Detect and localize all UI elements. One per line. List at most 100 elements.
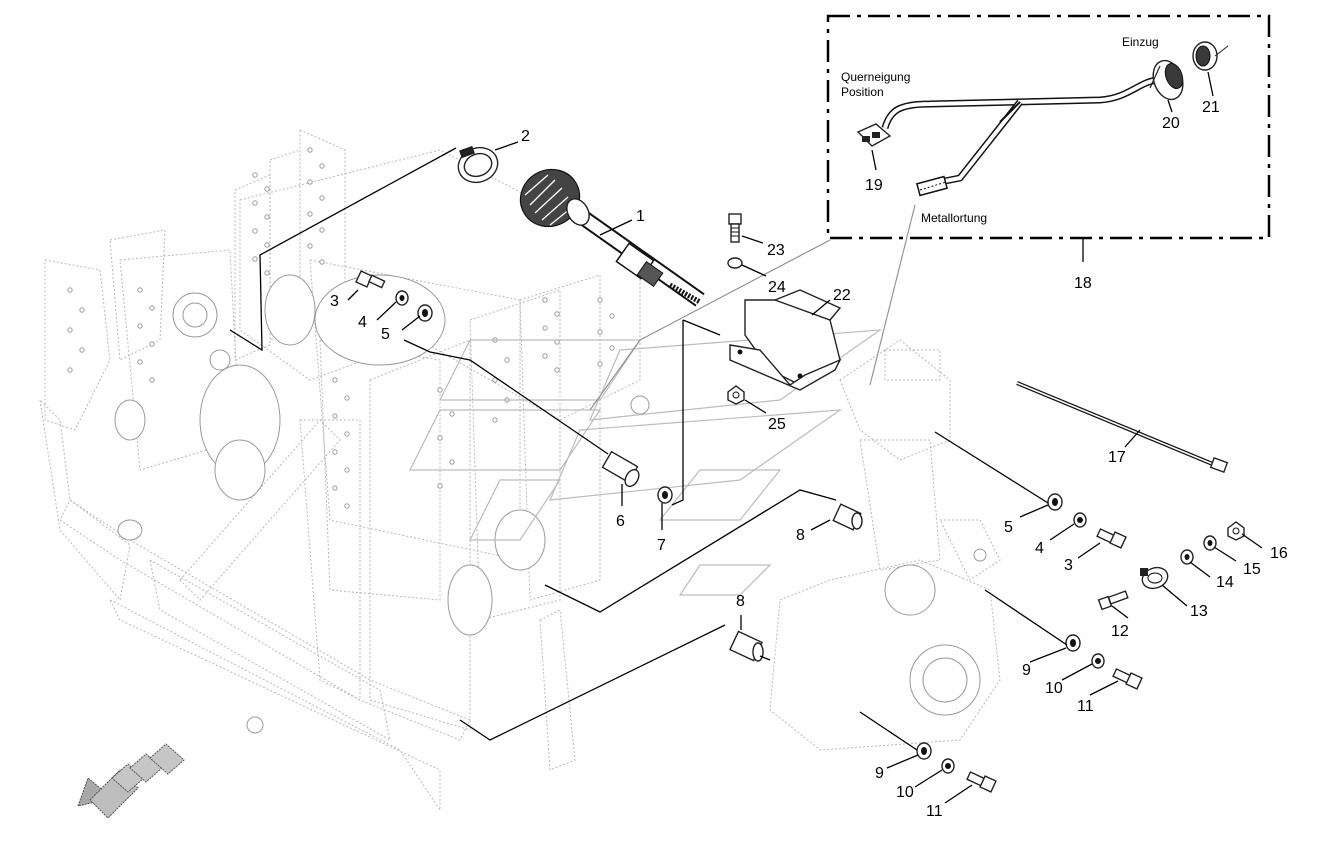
frame-hole bbox=[332, 449, 338, 455]
frame-hole bbox=[332, 413, 338, 419]
frame-hole bbox=[344, 395, 350, 401]
frame-hole bbox=[137, 323, 143, 329]
frame-hole bbox=[609, 313, 615, 319]
frame-hole bbox=[344, 467, 350, 473]
frame-hole bbox=[252, 172, 258, 178]
frame-hole bbox=[67, 287, 73, 293]
frame-hole bbox=[264, 214, 270, 220]
cap-21 bbox=[1192, 41, 1229, 71]
callout-5-right: 5 bbox=[1004, 519, 1013, 536]
frame-hole bbox=[542, 325, 548, 331]
spacer-6 bbox=[601, 450, 640, 488]
bolt-3b bbox=[1096, 528, 1127, 549]
frame-hole bbox=[554, 367, 560, 373]
cable-tie-17 bbox=[1016, 381, 1229, 473]
drive-shaft-1 bbox=[519, 168, 705, 307]
washer-5a bbox=[417, 304, 433, 322]
frame-hole bbox=[597, 361, 603, 367]
metal-detector-plug bbox=[916, 175, 948, 197]
label-position: Position bbox=[841, 85, 884, 99]
frame-hole bbox=[542, 297, 548, 303]
frame-hole bbox=[319, 195, 325, 201]
callout-10-lower: 10 bbox=[896, 784, 914, 801]
frame-hole bbox=[252, 228, 258, 234]
callout-5-left: 5 bbox=[381, 326, 390, 343]
nut-16 bbox=[1227, 521, 1245, 541]
callout-25: 25 bbox=[768, 416, 786, 433]
callout-16: 16 bbox=[1270, 545, 1288, 562]
lockwasher-10b bbox=[941, 758, 955, 774]
frame-hole bbox=[344, 503, 350, 509]
callout-11-upper: 11 bbox=[1077, 698, 1094, 715]
spacer-8b bbox=[729, 630, 764, 662]
cover-22 bbox=[729, 289, 842, 391]
frame-holes bbox=[67, 147, 615, 509]
frame-hole bbox=[67, 327, 73, 333]
callout-24: 24 bbox=[768, 279, 786, 296]
frame-hole bbox=[307, 147, 313, 153]
frame-hole bbox=[597, 329, 603, 335]
washer-5b bbox=[1047, 493, 1063, 511]
callout-4-left: 4 bbox=[358, 314, 367, 331]
harness-reference-lines bbox=[589, 204, 916, 411]
wiring-harness bbox=[881, 76, 1161, 186]
harness-annotations: Querneigung Position Einzug Metallortung bbox=[841, 35, 1159, 225]
callout-1: 1 bbox=[636, 208, 645, 225]
clamp-13 bbox=[1140, 566, 1169, 590]
callout-20: 20 bbox=[1162, 115, 1180, 132]
frame-hole bbox=[79, 347, 85, 353]
lockwasher-4b bbox=[1073, 512, 1087, 528]
round-connector-20 bbox=[1149, 59, 1184, 101]
frame-hole bbox=[252, 200, 258, 206]
label-querneigung: Querneigung bbox=[841, 70, 910, 84]
washer-24 bbox=[727, 257, 743, 269]
callout-8-upper: 8 bbox=[796, 527, 805, 544]
bolt-23 bbox=[728, 213, 742, 243]
callout-17: 17 bbox=[1108, 449, 1126, 466]
callout-numbers: 1 2 3 4 5 6 7 8 8 5 4 3 9 10 11 9 10 11 … bbox=[330, 99, 1288, 820]
washer-14 bbox=[1180, 549, 1194, 565]
frame-hole bbox=[264, 186, 270, 192]
frame-hole bbox=[344, 431, 350, 437]
frame-hole bbox=[597, 297, 603, 303]
nut-25 bbox=[727, 385, 745, 405]
callout-19: 19 bbox=[865, 177, 883, 194]
callout-18: 18 bbox=[1074, 275, 1092, 292]
washer-9b bbox=[916, 742, 932, 760]
harness-kit-box bbox=[826, 14, 1271, 262]
frame-hole bbox=[307, 211, 313, 217]
hose-clamp-2 bbox=[457, 145, 499, 184]
bolt-11a bbox=[1112, 668, 1143, 690]
bolt-12 bbox=[1097, 590, 1129, 611]
bolt-3a bbox=[355, 270, 386, 289]
frame-hole bbox=[137, 359, 143, 365]
callout-7: 7 bbox=[657, 537, 666, 554]
callout-9-lower: 9 bbox=[875, 765, 884, 782]
callout-2: 2 bbox=[521, 128, 530, 145]
frame-hole bbox=[307, 179, 313, 185]
lockwasher-10a bbox=[1091, 653, 1105, 669]
frame-hole bbox=[492, 417, 498, 423]
callout-3-left: 3 bbox=[330, 293, 339, 310]
callout-13: 13 bbox=[1190, 603, 1208, 620]
callout-4-right: 4 bbox=[1035, 540, 1044, 557]
spacer-8a bbox=[832, 503, 863, 531]
callout-14: 14 bbox=[1216, 574, 1234, 591]
frame-hole bbox=[319, 259, 325, 265]
frame-hole bbox=[67, 367, 73, 373]
leader-lines bbox=[229, 71, 1263, 804]
frame-hole bbox=[264, 242, 270, 248]
callout-3-right: 3 bbox=[1064, 557, 1073, 574]
callout-23: 23 bbox=[767, 242, 785, 259]
frame-hole bbox=[319, 163, 325, 169]
lockwasher-15 bbox=[1203, 535, 1217, 551]
bolt-11b bbox=[966, 771, 997, 793]
frame-hole bbox=[504, 357, 510, 363]
callout-9-upper: 9 bbox=[1022, 662, 1031, 679]
washer-9a bbox=[1065, 634, 1081, 652]
callout-11-lower: 11 bbox=[926, 803, 943, 820]
frame-hole bbox=[307, 243, 313, 249]
frame-hole bbox=[554, 311, 560, 317]
direction-arrow-icon bbox=[77, 743, 185, 819]
washer-7 bbox=[657, 486, 673, 504]
